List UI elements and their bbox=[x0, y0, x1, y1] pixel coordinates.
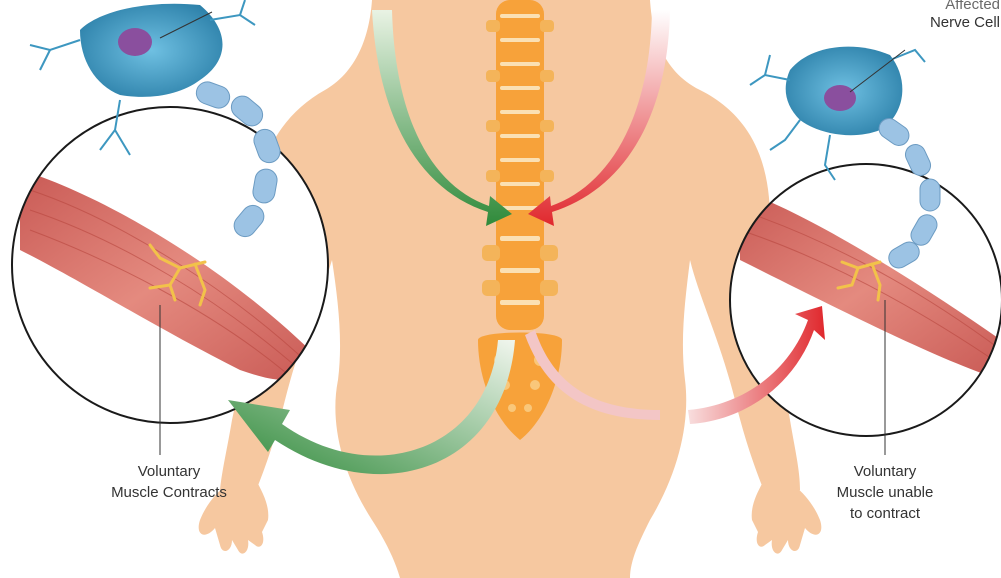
left-caption-line1: Voluntary bbox=[74, 461, 264, 482]
right-caption-line1: Voluntary bbox=[790, 461, 980, 482]
right-caption: Voluntary Muscle unable to contract bbox=[790, 461, 980, 524]
nerve-caption-bottom: Nerve Cell bbox=[870, 12, 1000, 33]
nerve-caption-top: Affected bbox=[870, 0, 1000, 12]
left-caption-line2: Muscle Contracts bbox=[74, 482, 264, 503]
right-caption-line3: to contract bbox=[790, 503, 980, 524]
right-caption-line2: Muscle unable bbox=[790, 482, 980, 503]
nerve-cell-caption: Affected Nerve Cell bbox=[870, 0, 1000, 33]
left-caption: Voluntary Muscle Contracts bbox=[74, 461, 264, 503]
